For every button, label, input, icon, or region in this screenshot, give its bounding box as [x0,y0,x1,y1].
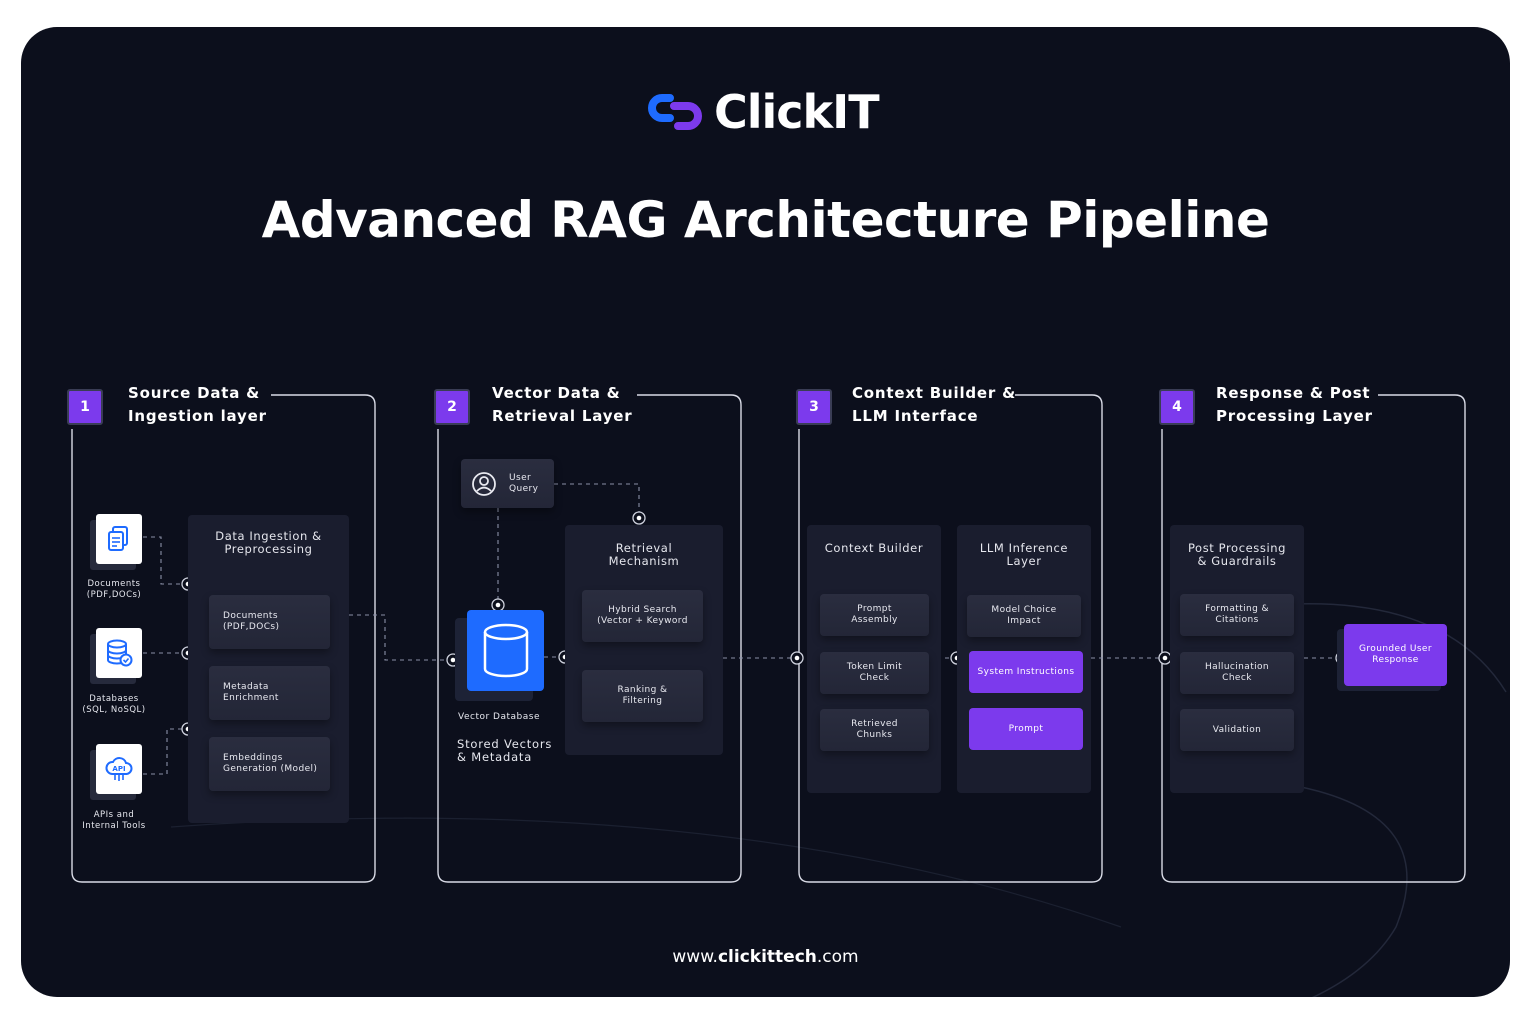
layer-2-badge: 2 [434,389,470,425]
clickit-logo-icon [648,94,702,130]
source-documents-icon-box [96,514,142,564]
database-icon [107,639,133,667]
post-card-validation: Validation [1180,709,1294,751]
post-processing-title: Post Processing& Guardrails [1187,541,1287,568]
ingestion-panel: Data Ingestion &Preprocessing Documents(… [188,515,349,823]
cylinder-database-icon [483,623,528,677]
diagram-canvas: ClickIT Advanced RAG Architecture Pipeli… [21,27,1510,997]
layer-1-title: Source Data &Ingestion layer [128,384,267,425]
background-curves [170,603,1507,997]
retrieval-card-hybrid-search: Hybrid Search(Vector + Keyword [582,590,703,642]
user-icon [472,471,496,496]
post-card-formatting: Formatting &Citations [1180,594,1294,636]
page-title: Advanced RAG Architecture Pipeline [261,191,1270,249]
source-databases-label: Databases(SQL, NoSQL) [82,694,146,715]
vector-database-label: Vector Database [458,712,540,722]
layer-1-badge: 1 [67,389,103,425]
brand-name: ClickIT [714,85,880,139]
layer-2-title: Vector Data &Retrieval Layer [492,384,633,425]
llm-card-system-instructions: System Instructions [969,651,1083,693]
post-processing-panel: Post Processing& Guardrails Formatting &… [1170,525,1304,793]
llm-card-prompt: Prompt [969,708,1083,750]
layer-3-badge: 3 [796,389,832,425]
context-builder-title: Context Builder [824,541,924,555]
footer-url[interactable]: www.clickittech.com [672,947,859,967]
layer-3-title: Context Builder &LLM Interface [852,384,1017,425]
ingestion-card-documents: Documents(PDF,DOCs) [209,595,330,649]
api-icon: API [105,757,133,781]
brand-logo: ClickIT [648,82,880,142]
source-apis-icon-box: API [96,744,142,794]
vector-database-box [467,610,544,691]
layer-4-badge: 4 [1159,389,1195,425]
source-documents-label: Documents(PDF,DOCs) [86,579,142,600]
retrieval-card-ranking: Ranking &Filtering [582,670,703,722]
svg-text:API: API [112,765,125,773]
ingestion-panel-title: Data Ingestion &Preprocessing [215,529,322,556]
stored-vectors-label: Stored Vectors& Metadata [457,737,553,764]
document-icon [108,526,128,551]
source-databases-icon-box [96,628,142,678]
